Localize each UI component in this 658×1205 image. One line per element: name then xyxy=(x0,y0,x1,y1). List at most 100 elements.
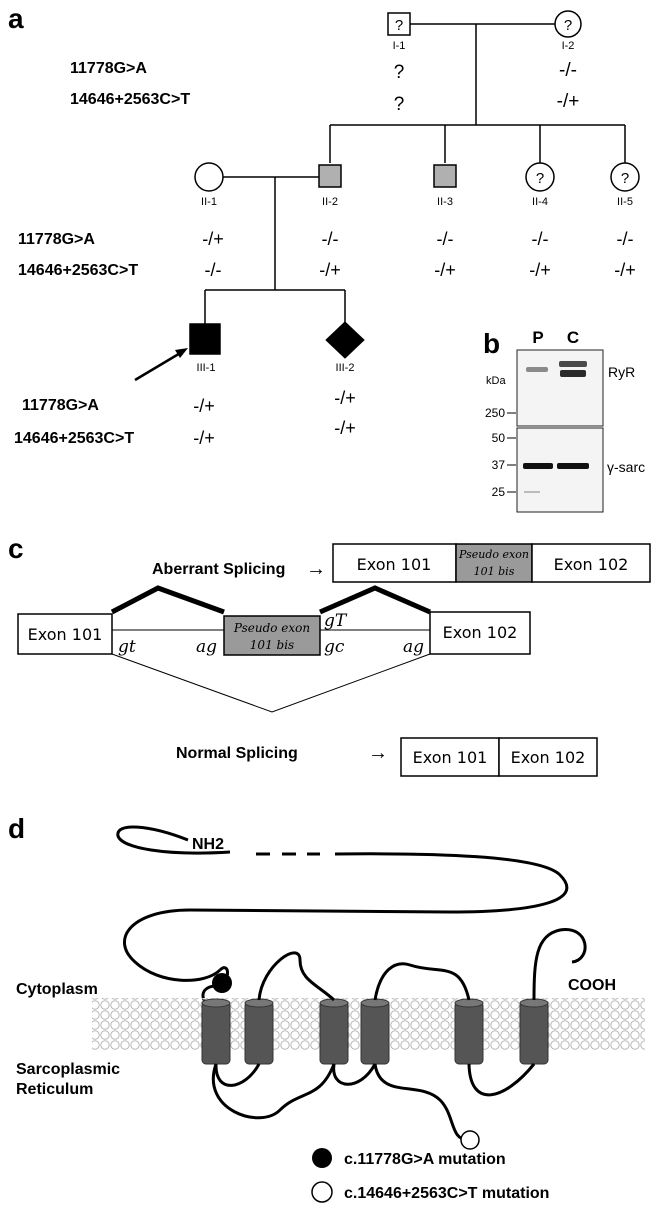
id-II-3: II-3 xyxy=(437,196,453,208)
genotype-III-2-m1: -/+ xyxy=(334,388,356,408)
unknown-mark: ? xyxy=(395,17,403,34)
tm-helix-1-top xyxy=(201,998,231,1008)
normal-exon101 xyxy=(400,737,500,777)
tm-helix-5 xyxy=(454,1001,484,1065)
pedigree-mutation-label-2-row3: 14646+2563C>T xyxy=(14,430,134,447)
pre-mrna-exon101 xyxy=(17,613,113,655)
normal-exon102-label: Exon 102 xyxy=(511,748,586,767)
normal-exon102 xyxy=(498,737,598,777)
genotype-II-4-m1: -/- xyxy=(532,229,549,249)
pedigree-female-unknown-II-4 xyxy=(525,162,555,192)
band-faint-P xyxy=(524,491,540,493)
genotype-II-5-m2: -/+ xyxy=(614,260,636,280)
protein-label-gsarc: γ-sarc xyxy=(607,459,645,475)
lane-label-P: P xyxy=(532,328,543,347)
tm-helix-4-top xyxy=(360,998,390,1008)
genotype-I-1-m2: ? xyxy=(394,94,405,115)
id-II-2: II-2 xyxy=(322,196,338,208)
lumen-loop-3-4 xyxy=(332,1063,377,1086)
splice-site-gc: gc xyxy=(324,637,345,657)
cooh-terminal-chain xyxy=(532,928,587,1001)
aberrant-exon101-label: Exon 101 xyxy=(357,555,432,574)
id-I-2: I-2 xyxy=(562,40,575,52)
pre-mrna-exon101-label: Exon 101 xyxy=(28,625,103,644)
pedigree-female-II-1 xyxy=(194,162,224,192)
mutation-marker-11778 xyxy=(212,973,232,993)
pedigree-male-affected-II-2 xyxy=(318,164,342,188)
pedigree-unknown-sex-affected-III-2 xyxy=(325,321,365,359)
id-I-1: I-1 xyxy=(393,40,406,52)
blot-unit: kDa xyxy=(486,375,506,387)
genotype-II-1-m1: -/+ xyxy=(202,229,224,249)
genotype-I-2-m2: -/+ xyxy=(557,91,580,112)
normal-splicing-label: Normal Splicing xyxy=(176,745,298,762)
pre-mrna-pseudo-label-1: Pseudo exon xyxy=(233,621,310,635)
pedigree-female-unknown-II-5 xyxy=(610,162,640,192)
splice-site-ag-1: ag xyxy=(196,637,217,657)
id-II-5: II-5 xyxy=(617,196,633,208)
pedigree-mutation-label-1-row2: 11778G>A xyxy=(18,231,95,248)
legend-filled-label: c.11778G>A mutation xyxy=(344,1151,506,1168)
marker-25: 25 xyxy=(492,485,506,499)
pedigree-mutation-label-1: 11778G>A xyxy=(70,60,147,77)
band-ryr-C-lower xyxy=(560,370,586,377)
pre-mrna-exon102-label: Exon 102 xyxy=(443,623,518,642)
aberrant-pseudo-label-2: 101 bis xyxy=(474,565,515,578)
tm-helix-5-top xyxy=(454,998,484,1008)
lumen-loop-to-mutation xyxy=(373,1063,469,1142)
splice-site-ag-2: ag xyxy=(403,637,424,657)
tm-helix-6 xyxy=(519,1001,549,1065)
aberrant-splice-arc-2 xyxy=(319,585,431,615)
tm-helix-4 xyxy=(360,1001,390,1065)
cyto-loop-4-5 xyxy=(373,962,471,1001)
id-II-1: II-1 xyxy=(201,196,217,208)
genotype-II-3-m2: -/+ xyxy=(434,260,456,280)
panel-label-d: d xyxy=(8,813,25,844)
pedigree-mutation-label-1-row3: 11778G>A xyxy=(22,397,99,414)
lumen-loop-5-6 xyxy=(467,1063,536,1097)
genotype-II-4-m2: -/+ xyxy=(529,260,551,280)
pre-mrna-pseudo-exon xyxy=(223,615,321,656)
splice-site-gt: gt xyxy=(118,637,136,657)
tm-helix-1 xyxy=(201,1001,231,1065)
id-III-2: III-2 xyxy=(336,362,355,374)
unknown-mark: ? xyxy=(536,170,544,187)
legend-filled-circle xyxy=(312,1148,332,1168)
nh2-label: NH2 xyxy=(192,836,224,853)
tm-helix-6-top xyxy=(519,998,549,1008)
normal-arrow: → xyxy=(368,742,388,764)
band-ryr-C-upper xyxy=(559,361,587,367)
genotype-II-2-m2: -/+ xyxy=(319,260,341,280)
cyto-loop-2-3 xyxy=(257,951,336,1002)
genotype-I-2-m1: -/- xyxy=(559,60,577,81)
id-III-1: III-1 xyxy=(197,362,216,374)
normal-splice-arc xyxy=(111,653,431,713)
marker-37: 37 xyxy=(492,458,506,472)
protein-label-ryr: RyR xyxy=(608,364,635,380)
proband-arrow xyxy=(134,350,183,382)
aberrant-splice-arc-1 xyxy=(110,585,225,615)
proband-arrow-head xyxy=(175,348,188,358)
cytoplasmic-loop xyxy=(123,852,569,982)
id-II-4: II-4 xyxy=(532,196,548,208)
panel-label-b: b xyxy=(483,328,500,359)
sr-label-1: Sarcoplasmic xyxy=(16,1061,120,1078)
aberrant-splicing-label: Aberrant Splicing xyxy=(152,561,285,578)
pedigree-male-affected-II-3 xyxy=(433,164,457,188)
aberrant-pseudo-exon xyxy=(455,543,533,583)
sr-label-2: Reticulum xyxy=(16,1081,93,1098)
aberrant-exon102 xyxy=(531,543,651,583)
unknown-mark: ? xyxy=(564,17,572,34)
pedigree-male-proband-III-1 xyxy=(189,323,221,355)
genotype-II-3-m1: -/- xyxy=(437,229,454,249)
genotype-II-2-m1: -/- xyxy=(322,229,339,249)
pedigree-mutation-label-2-row2: 14646+2563C>T xyxy=(18,262,138,279)
lane-label-C: C xyxy=(567,328,579,347)
pre-mrna-pseudo-label-2: 101 bis xyxy=(250,638,294,652)
lumen-loop-1-2 xyxy=(214,1063,261,1087)
mutation-marker-14646 xyxy=(460,1130,480,1150)
genotype-III-1-m2: -/+ xyxy=(193,428,215,448)
pre-mrna-exon102 xyxy=(429,611,531,655)
aberrant-arrow: → xyxy=(306,558,326,580)
